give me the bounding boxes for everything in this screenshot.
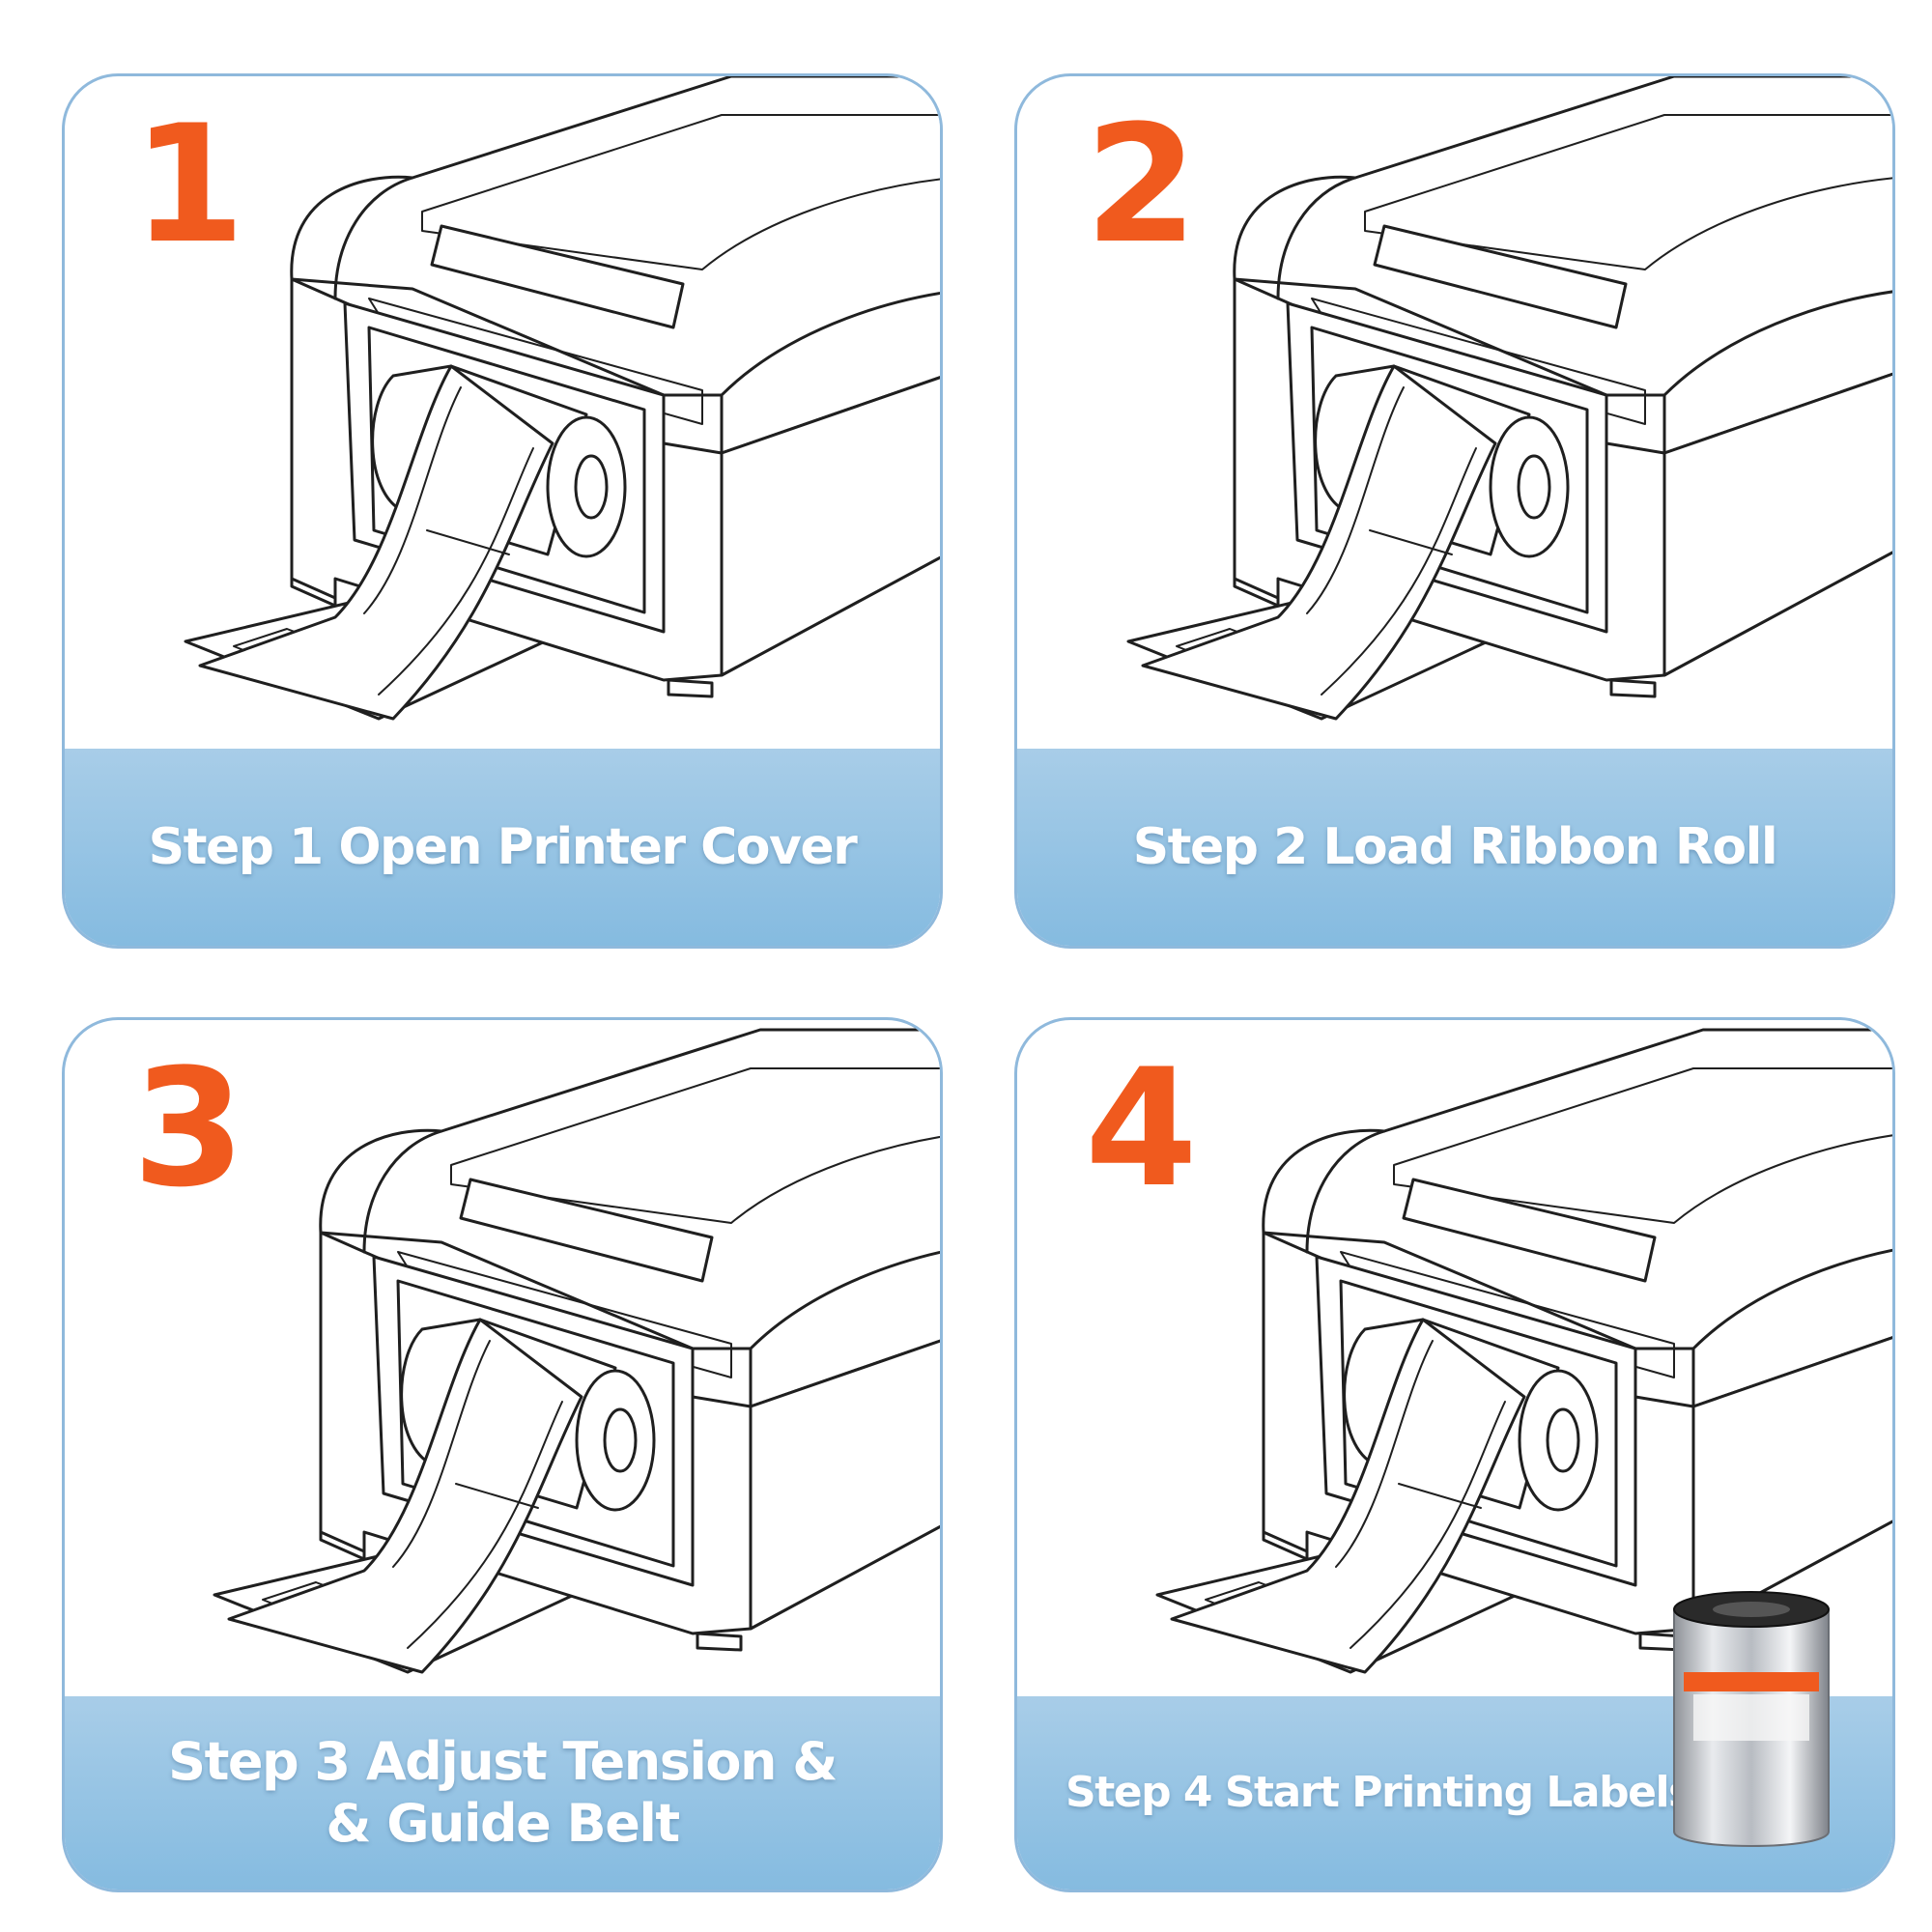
step-number: 4 bbox=[1085, 1034, 1198, 1223]
step-caption: Step 1 Open Printer Cover bbox=[148, 817, 858, 876]
ribbon-roll-icon bbox=[1673, 1591, 1830, 1847]
step-number: 2 bbox=[1085, 90, 1198, 279]
step-card-2: 2 Step 2 Load Ribbon Roll bbox=[1014, 73, 1895, 949]
step-card-4: 4 Step 4 Start Printing Labels bbox=[1014, 1017, 1895, 1892]
step-card-1: 1 Step 1 Open Printer Cover bbox=[62, 73, 943, 949]
step-caption-line-1: Step 3 Adjust Tension & bbox=[168, 1731, 838, 1793]
step-caption: Step 2 Load Ribbon Roll bbox=[1132, 817, 1778, 876]
step-caption-line-2: & Guide Belt bbox=[326, 1793, 680, 1854]
step-caption: Step 4 Start Printing Labels bbox=[1065, 1767, 1693, 1817]
caption-band: Step 3 Adjust Tension & & Guide Belt bbox=[65, 1696, 940, 1889]
step-caption: Step 3 Adjust Tension & & Guide Belt bbox=[168, 1731, 838, 1854]
step-card-3: 3 Step 3 Adjust Tension & & Guide Belt bbox=[62, 1017, 943, 1892]
step-number: 3 bbox=[132, 1034, 245, 1223]
caption-band: Step 1 Open Printer Cover bbox=[65, 749, 940, 946]
step-number: 1 bbox=[132, 90, 245, 279]
caption-band: Step 2 Load Ribbon Roll bbox=[1017, 749, 1892, 946]
